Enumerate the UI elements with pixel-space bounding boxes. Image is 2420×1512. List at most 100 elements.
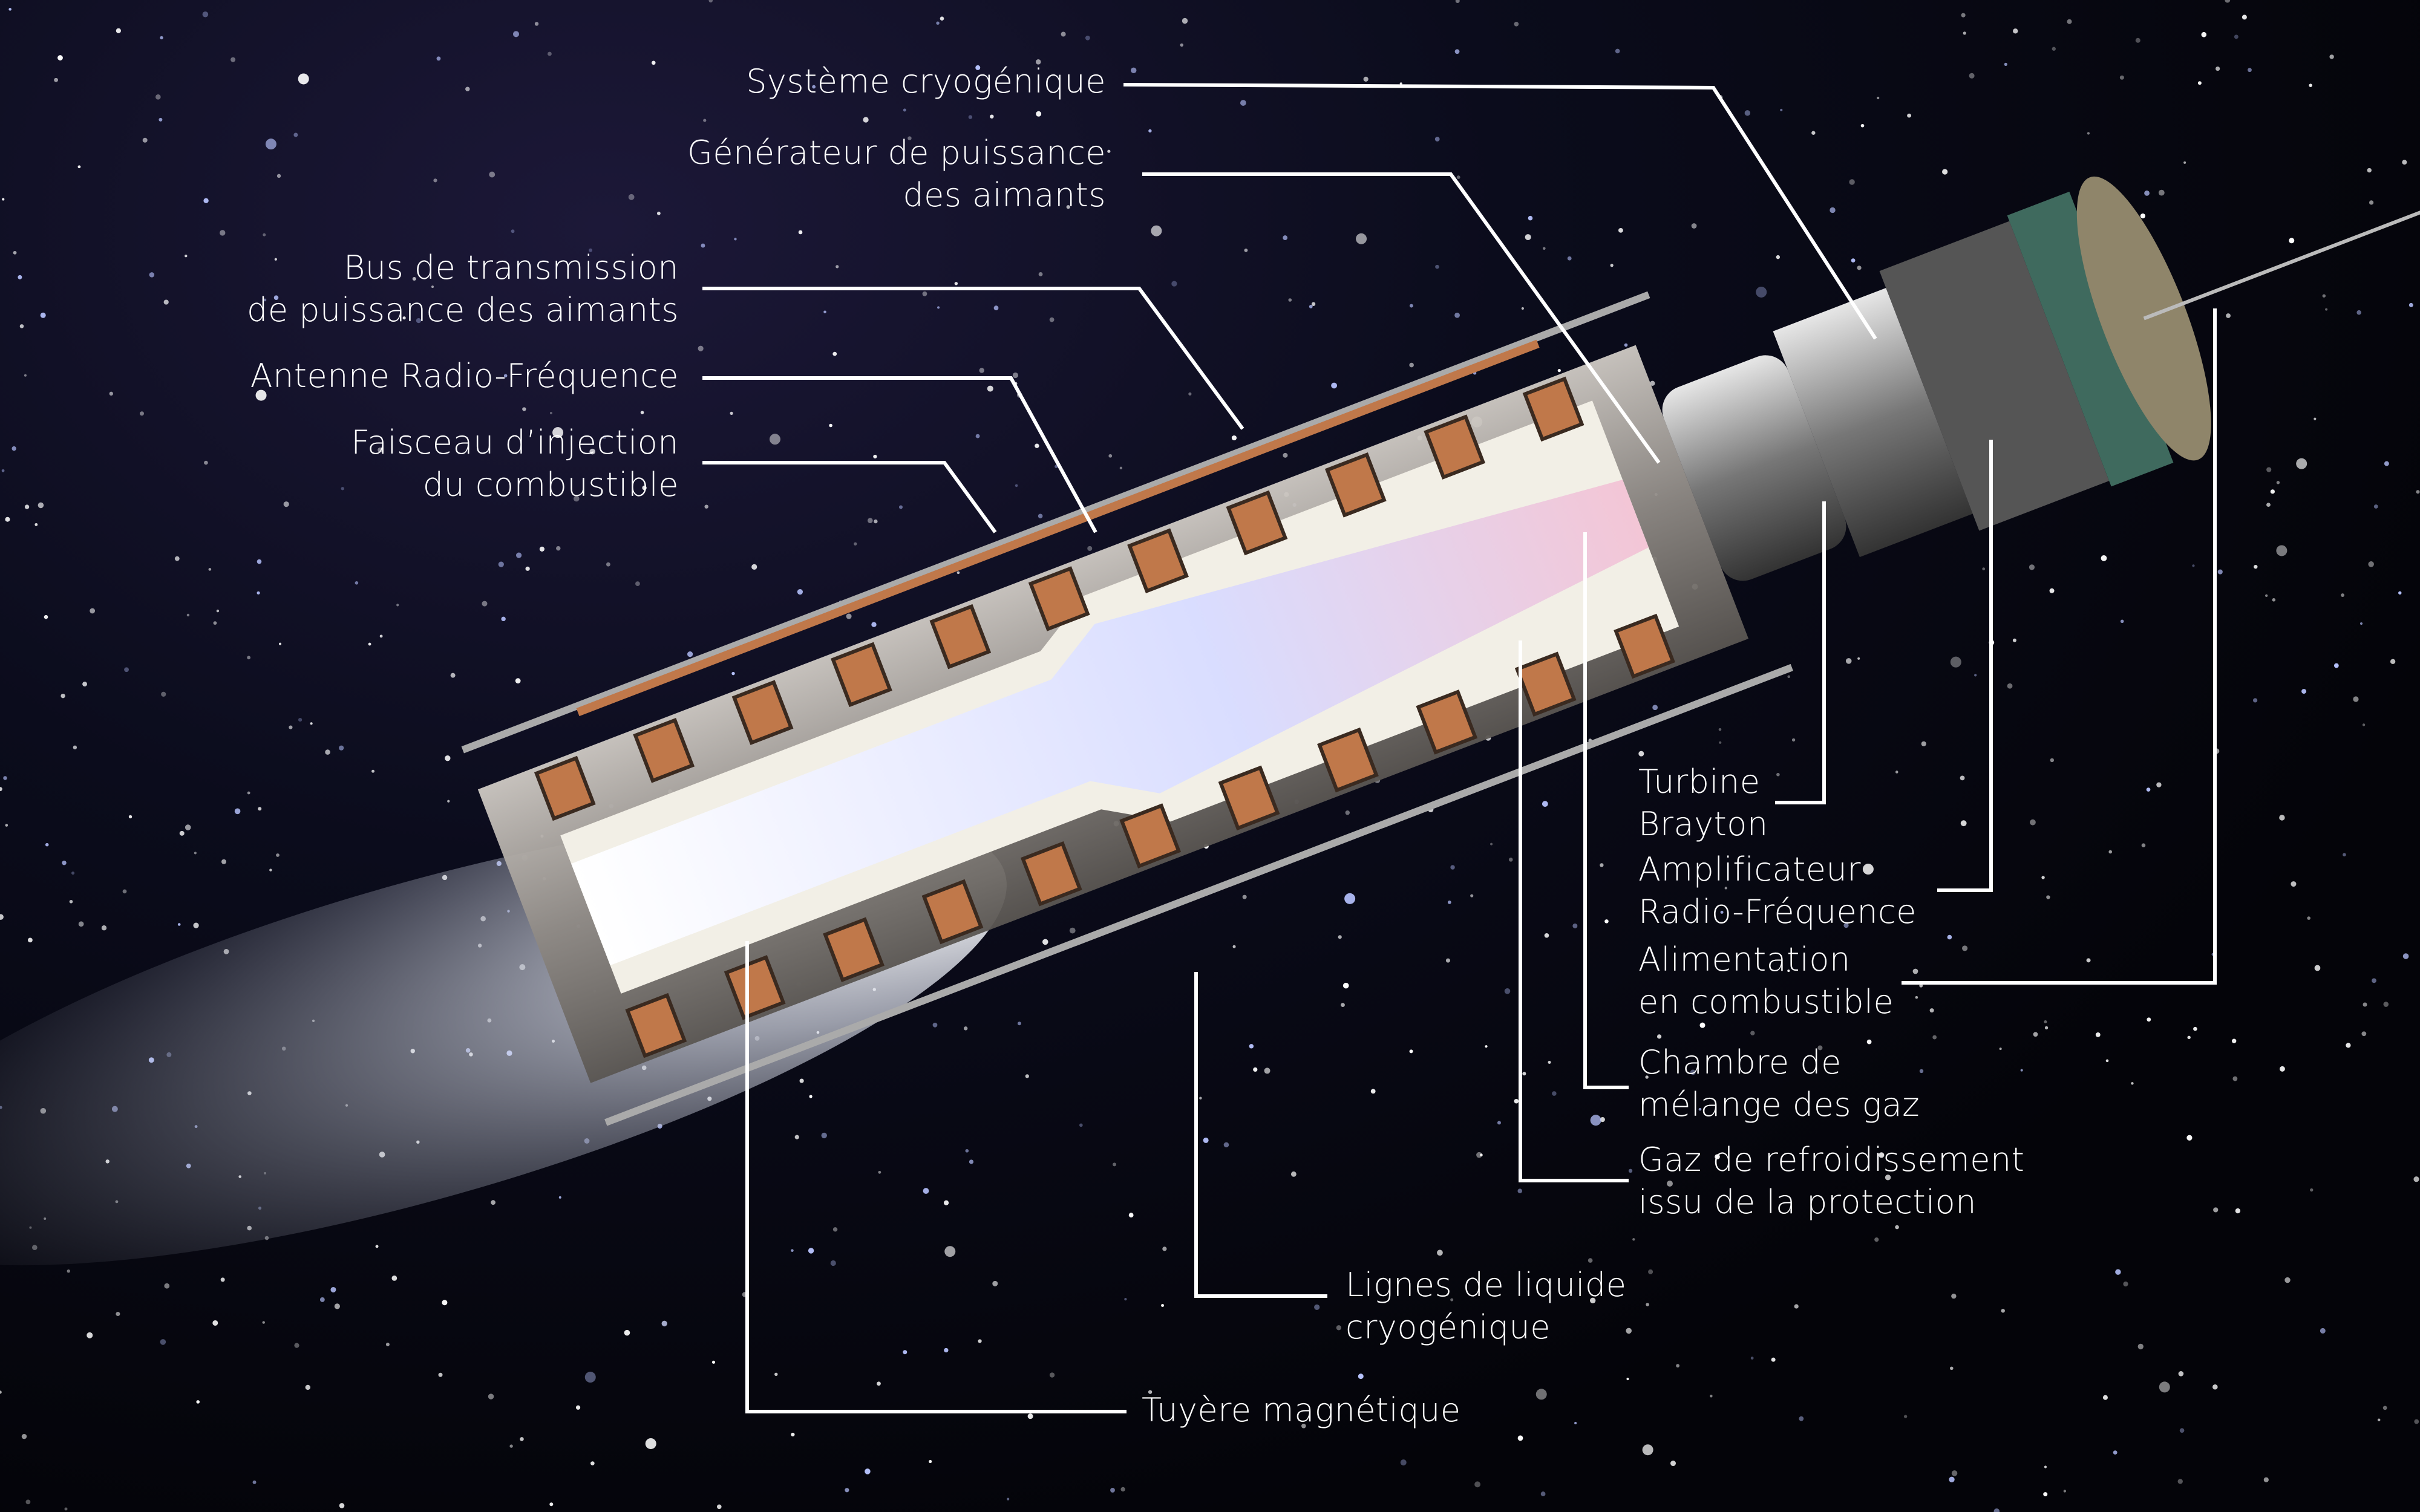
- star: [208, 568, 212, 571]
- label-fuel-supply: Alimentation en combustible: [1638, 939, 1894, 1023]
- star: [216, 609, 220, 613]
- star: [1049, 317, 1055, 322]
- star: [77, 165, 81, 169]
- star: [1358, 1374, 1364, 1380]
- star: [1618, 228, 1623, 233]
- star: [116, 28, 121, 33]
- star: [963, 1026, 968, 1031]
- star: [1514, 1098, 1519, 1104]
- leader-rf-antenna: [702, 376, 1097, 533]
- label-line: Turbine: [1638, 763, 1761, 801]
- star: [1771, 1357, 1776, 1362]
- star: [257, 591, 260, 595]
- magnet-coil: [1226, 490, 1288, 556]
- star: [2216, 66, 2220, 71]
- star: [1615, 48, 1620, 54]
- star: [1244, 248, 1248, 252]
- star: [34, 523, 38, 526]
- star: [701, 243, 705, 248]
- star: [177, 923, 181, 926]
- star: [975, 65, 981, 70]
- star: [2049, 588, 2055, 593]
- star: [1087, 546, 1093, 551]
- star: [1445, 958, 1450, 963]
- star: [656, 211, 661, 215]
- star: [2046, 895, 2050, 899]
- star: [2383, 1002, 2389, 1007]
- magnet-coil: [1424, 414, 1486, 480]
- star: [590, 1461, 595, 1465]
- star: [1857, 657, 1860, 660]
- star: [2197, 81, 2202, 85]
- star: [391, 1275, 397, 1281]
- star: [979, 368, 984, 373]
- star: [606, 562, 610, 567]
- star: [2248, 68, 2252, 73]
- label-cryo-liquid-lines: Lignes de liquide cryogénique: [1346, 1264, 1626, 1349]
- star: [2314, 965, 2321, 971]
- star: [716, 1504, 722, 1510]
- star: [2309, 83, 2312, 87]
- star: [1942, 169, 1948, 175]
- star: [234, 808, 241, 815]
- star: [2416, 490, 2420, 494]
- star: [289, 725, 293, 729]
- star: [549, 412, 552, 415]
- star: [2087, 132, 2090, 135]
- star: [1676, 1364, 1680, 1368]
- star: [1610, 264, 1614, 267]
- star: [8, 8, 11, 11]
- star: [1895, 771, 1898, 774]
- star: [1715, 1154, 1720, 1159]
- star: [2368, 561, 2374, 567]
- star: [944, 1347, 949, 1353]
- label-line: cryogénique: [1346, 1308, 1551, 1346]
- star: [2115, 1269, 2121, 1275]
- star: [1720, 910, 1724, 914]
- star: [854, 542, 857, 546]
- star: [978, 1339, 982, 1343]
- gas-mixing-chamber: [1662, 355, 1846, 581]
- star: [1817, 1045, 1823, 1051]
- star: [2235, 1208, 2241, 1214]
- star: [442, 1300, 448, 1306]
- star: [371, 769, 375, 773]
- star: [101, 925, 107, 931]
- star: [2119, 75, 2124, 80]
- star: [1756, 286, 1767, 298]
- star: [1949, 1476, 1955, 1482]
- star: [1027, 1413, 1033, 1419]
- star: [1264, 1067, 1270, 1074]
- star: [940, 16, 944, 21]
- star: [1311, 302, 1316, 306]
- star: [1699, 1022, 1705, 1028]
- star: [1504, 988, 1511, 994]
- label-line: des aimants: [903, 176, 1106, 214]
- star: [0, 914, 4, 920]
- star: [62, 861, 67, 865]
- star: [1528, 215, 1533, 221]
- star: [1776, 772, 1780, 777]
- star: [330, 1286, 336, 1292]
- star: [2402, 160, 2407, 165]
- star: [60, 693, 65, 699]
- star: [1969, 73, 1975, 79]
- star: [821, 1132, 827, 1139]
- frame-rail-top: [461, 291, 1650, 754]
- star: [482, 601, 488, 607]
- star: [2177, 1479, 2183, 1484]
- star: [1161, 1304, 1165, 1308]
- star: [255, 389, 267, 401]
- star: [589, 448, 595, 455]
- magnet-coil: [1119, 803, 1182, 868]
- label-line: Alimentation: [1638, 940, 1851, 979]
- star: [1015, 484, 1018, 487]
- star: [2067, 19, 2072, 24]
- star: [2193, 1026, 2197, 1031]
- star: [2179, 1428, 2185, 1433]
- star: [116, 1312, 120, 1317]
- star: [1652, 705, 1658, 711]
- star: [1982, 567, 1986, 571]
- star: [2225, 0, 2231, 3]
- star: [975, 434, 980, 438]
